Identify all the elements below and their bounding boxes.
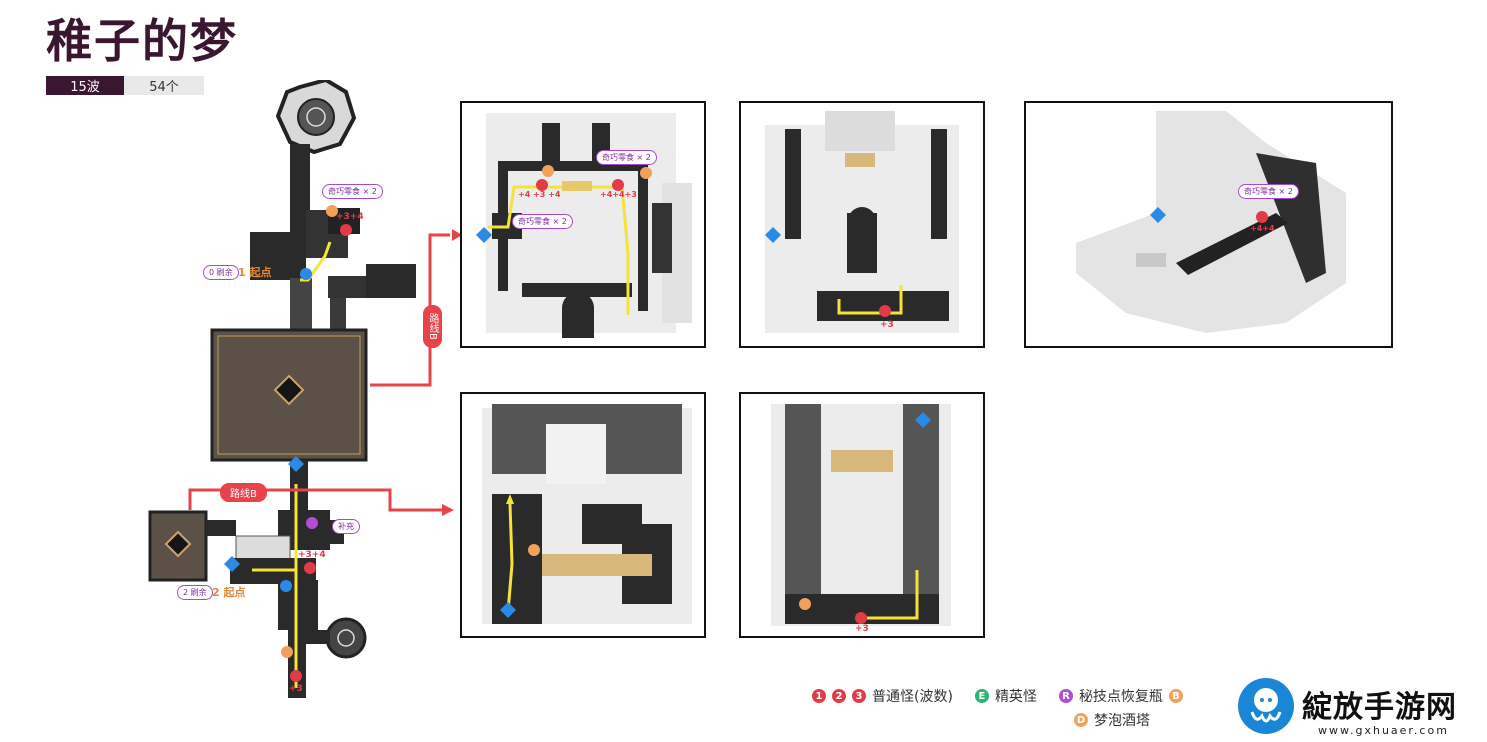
start-1-label: 1 起点 <box>238 266 272 279</box>
sweet-pill-p3: 奇巧零食 × 2 <box>1238 184 1299 199</box>
panel1-wave-right: +4+4+3 <box>600 190 637 199</box>
brand-url: www.gxhuaer.com <box>1318 724 1449 737</box>
dream-icon: D <box>1074 713 1088 727</box>
panel3-wave: +4+4 <box>1250 224 1275 233</box>
panel-4 <box>460 392 706 638</box>
count-badge: 54个 <box>124 76 204 95</box>
supply-pill: 补充 <box>332 519 360 534</box>
remain-pill-1: 0 刷余 <box>203 265 239 280</box>
elite-icon: E <box>974 689 989 703</box>
hall-diamond-icon <box>273 374 305 406</box>
main-map <box>148 80 416 698</box>
sweet-pill-top: 奇巧零食 × 2 <box>322 184 383 199</box>
legend-row-1: 1 2 3 普通怪(波数) E 精英怪 R 秘技点恢复瓶 B <box>812 686 1183 706</box>
panel-5 <box>739 392 985 638</box>
panel-1 <box>460 101 706 348</box>
route-connectors <box>188 229 462 516</box>
panel5-wave: +3 <box>855 624 869 634</box>
start-2-label: 2 起点 <box>212 586 246 599</box>
panel-2 <box>739 101 985 348</box>
restore-icon: R <box>1058 689 1073 703</box>
bottle-icon: B <box>1168 689 1183 703</box>
panel-3 <box>1024 101 1393 348</box>
sweet-pill-p1a: 奇巧零食 × 2 <box>596 150 657 165</box>
sweet-pill-p1b: 奇巧零食 × 2 <box>512 214 573 229</box>
wave-bottom: +3 <box>289 684 303 694</box>
legend-normal: 普通怪(波数) <box>872 689 953 705</box>
stats-badges: 15波 54个 <box>46 76 204 95</box>
route-b-horizontal: 路线B <box>220 483 267 502</box>
octopus-logo-icon <box>1238 678 1294 734</box>
legend-row-2: D 梦泡酒塔 <box>1074 710 1150 730</box>
wave-low: +3+4 <box>298 550 326 560</box>
legend-restore: 秘技点恢复瓶 <box>1078 689 1163 705</box>
legend-dream: 梦泡酒塔 <box>1094 713 1150 729</box>
marker-three-icon: 3 <box>852 689 866 703</box>
corridor-top <box>290 144 310 234</box>
page-title: 稚子的梦 <box>46 14 238 68</box>
marker-one-icon: 1 <box>812 689 826 703</box>
legend-elite: 精英怪 <box>994 689 1037 705</box>
watermark: 綻放手游网 www.gxhuaer.com <box>1232 672 1482 742</box>
panel1-wave-left: +4 +3 +4 <box>518 190 561 199</box>
side-diamond-icon <box>164 530 192 558</box>
route-b-vertical: 路线B <box>423 305 442 348</box>
remain-pill-2: 2 刷余 <box>177 585 213 600</box>
waves-badge: 15波 <box>46 76 124 95</box>
marker-two-icon: 2 <box>832 689 846 703</box>
brand-text: 綻放手游网 <box>1302 690 1457 725</box>
panel2-wave: +3 <box>880 320 894 330</box>
wave-top: +3+4 <box>336 212 364 222</box>
